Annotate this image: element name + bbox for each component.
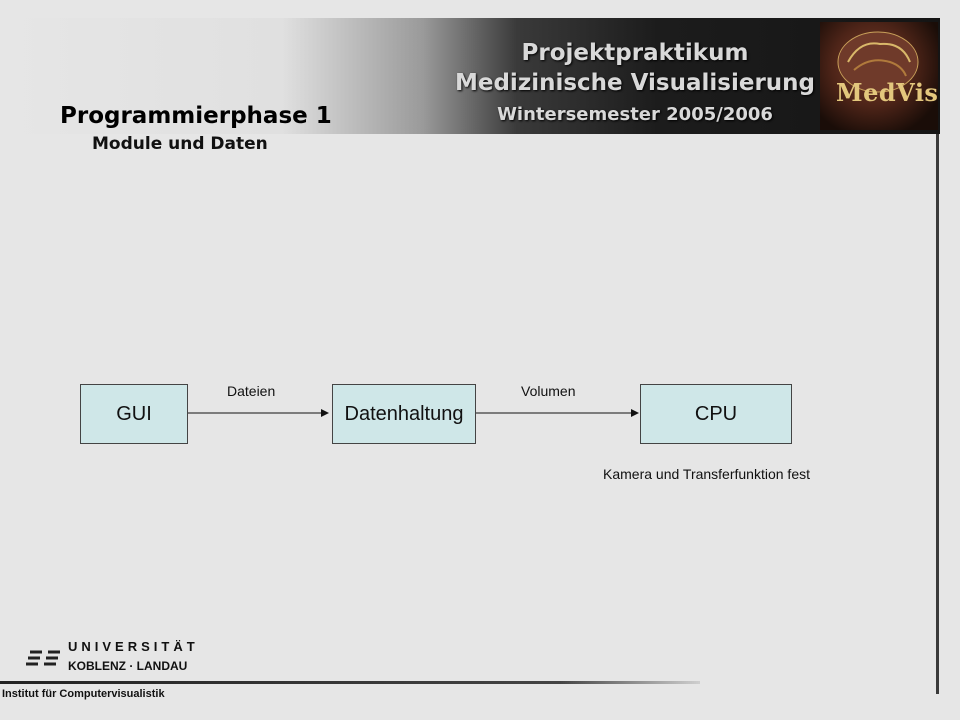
banner-line-3: Wintersemester 2005/2006 xyxy=(497,104,773,125)
diagram-note: Kamera und Transferfunktion fest xyxy=(603,466,810,482)
banner-line-2: Medizinische Visualisierung xyxy=(454,70,816,96)
page-subtitle: Module und Daten xyxy=(92,134,268,154)
edge-label-volumen: Volumen xyxy=(521,383,576,399)
edge-label-dateien: Dateien xyxy=(227,383,276,399)
right-divider xyxy=(936,134,939,694)
header-banner: Projektpraktikum Medizinische Visualisie… xyxy=(0,18,940,134)
node-datenhaltung: Datenhaltung xyxy=(332,384,476,444)
page-title: Programmierphase 1 xyxy=(60,103,332,129)
university-logo-icon xyxy=(26,648,62,679)
banner-line-1: Projektpraktikum xyxy=(521,40,749,66)
banner-title: Projektpraktikum Medizinische Visualisie… xyxy=(440,38,830,130)
medvis-logo-image xyxy=(820,22,938,130)
institute-name: Institut für Computervisualistik xyxy=(2,688,165,700)
university-name: UNIVERSITÄT xyxy=(68,639,199,654)
node-cpu: CPU xyxy=(640,384,792,444)
brain-icon xyxy=(837,31,919,93)
university-campus: KOBLENZ · LANDAU xyxy=(68,659,188,673)
footer-divider xyxy=(0,681,700,684)
medvis-logo-text: MedVis xyxy=(836,78,939,107)
node-gui: GUI xyxy=(80,384,188,444)
